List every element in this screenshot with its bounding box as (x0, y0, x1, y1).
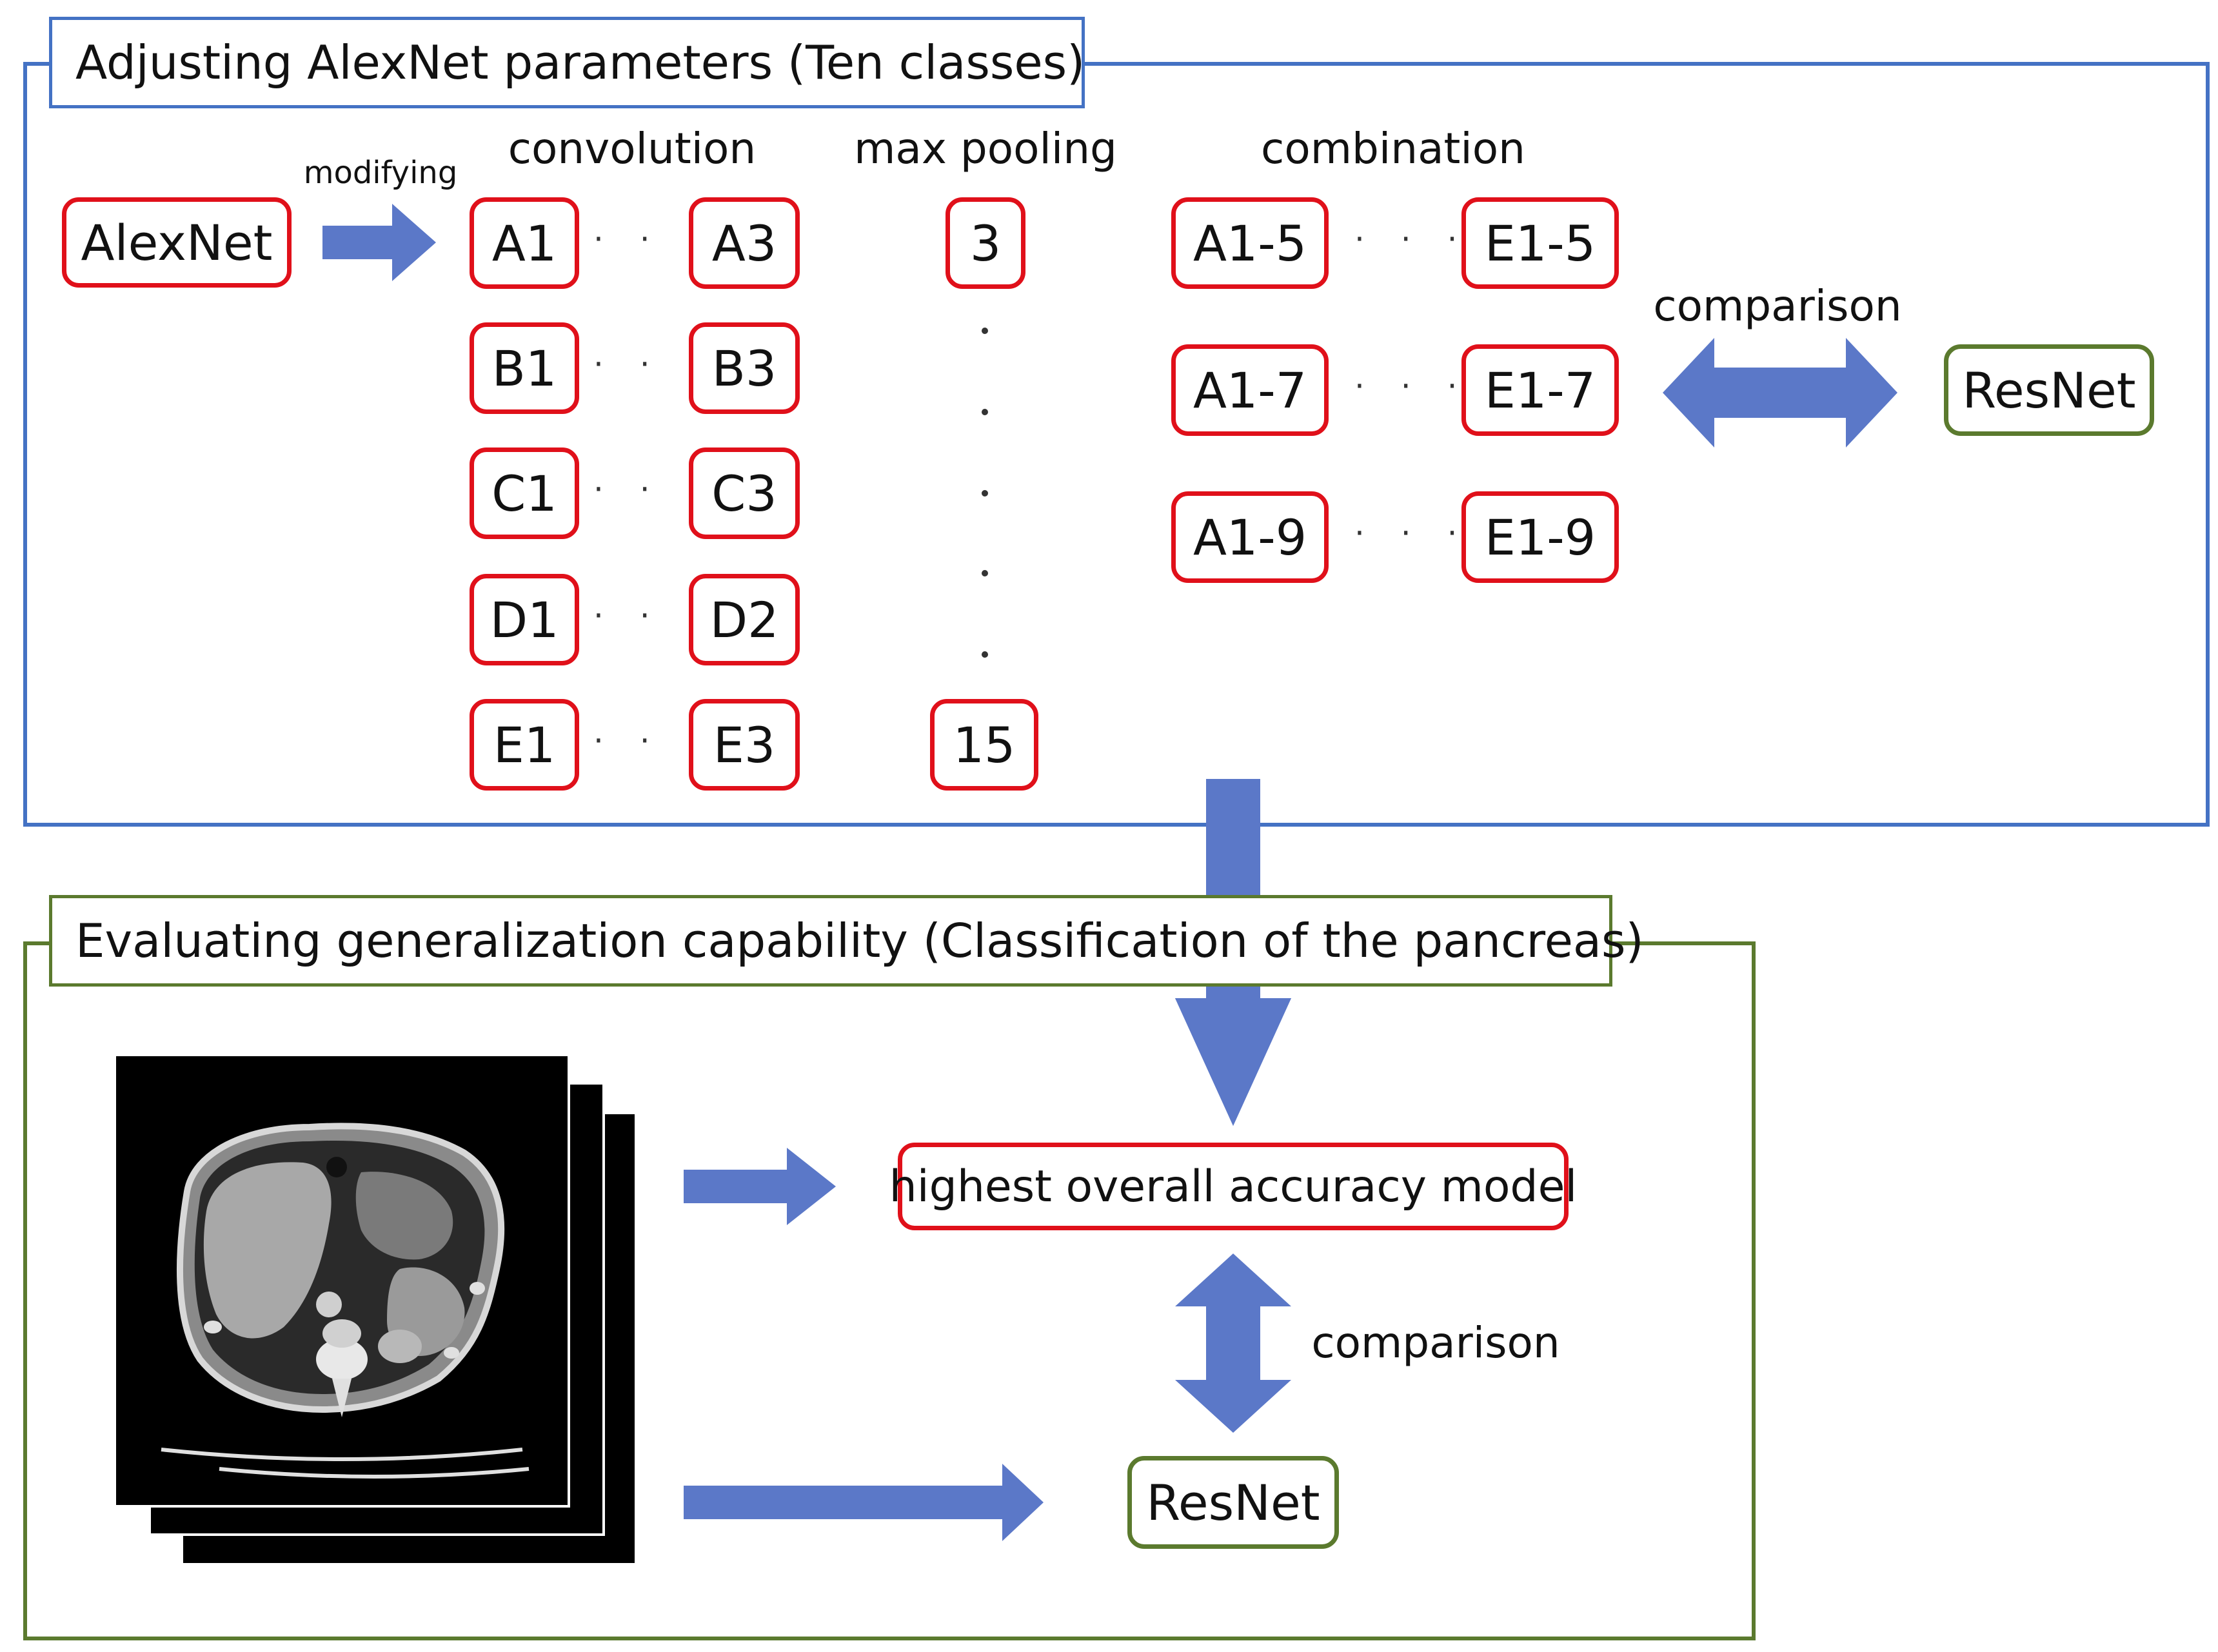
pool-box-3: 3 (946, 197, 1025, 289)
modifying-arrow (322, 204, 436, 281)
pool-box-15: 15 (930, 699, 1038, 791)
conv-ellipsis-a: · · · (593, 221, 709, 258)
combo-box-a1-5: A1-5 (1171, 197, 1329, 289)
comparison-label-bottom: comparison (1311, 1318, 1560, 1368)
conv-box-b3: B3 (689, 322, 800, 414)
conv-box-e1: E1 (470, 699, 579, 791)
conv-ellipsis-e: · · · (593, 722, 709, 760)
bottom-panel-title: Evaluating generalization capability (Cl… (49, 895, 1644, 987)
pool-vdot-4 (982, 570, 988, 576)
pool-vdot-1 (982, 328, 988, 334)
combination-label: combination (1261, 124, 1525, 173)
combo-ellipsis-5: · · · (1354, 221, 1470, 258)
ct-slice-front (114, 1054, 570, 1508)
comparison-double-arrow-bottom (1175, 1254, 1291, 1433)
resnet-box-bottom: ResNet (1127, 1456, 1339, 1549)
conv-box-b1: B1 (470, 322, 579, 414)
pool-vdot-3 (982, 490, 988, 497)
ct-table-arc-2 (219, 1467, 530, 1479)
conv-box-e3: E3 (689, 699, 800, 791)
comparison-double-arrow-top (1663, 338, 1897, 447)
combo-box-e1-5: E1-5 (1461, 197, 1619, 289)
top-panel-title: Adjusting AlexNet parameters (Ten classe… (49, 17, 1085, 108)
comparison-label-top: comparison (1653, 281, 1902, 331)
combo-box-e1-7: E1-7 (1461, 344, 1619, 436)
combo-box-a1-7: A1-7 (1171, 344, 1329, 436)
conv-box-d1: D1 (470, 574, 579, 665)
top-panel-frame (23, 62, 2210, 827)
ct-image-stack (114, 1054, 637, 1569)
combo-ellipsis-7: · · · (1354, 368, 1470, 405)
panel-connector-arrow-lower (1175, 987, 1291, 1126)
image-to-model-arrow (684, 1148, 836, 1225)
conv-box-c3: C3 (689, 447, 800, 539)
conv-box-c1: C1 (470, 447, 579, 539)
conv-box-a3: A3 (689, 197, 800, 289)
combo-ellipsis-9: · · · (1354, 515, 1470, 552)
conv-ellipsis-c: · · · (593, 471, 709, 508)
pool-vdot-2 (982, 409, 988, 415)
resnet-box-top: ResNet (1944, 344, 2154, 436)
combo-box-a1-9: A1-9 (1171, 491, 1329, 583)
pool-vdot-5 (982, 651, 988, 658)
image-to-resnet-arrow (684, 1464, 1044, 1541)
conv-ellipsis-d: · · · (593, 597, 709, 634)
conv-box-a1: A1 (470, 197, 579, 289)
conv-box-d2: D2 (689, 574, 800, 665)
convolution-label: convolution (508, 124, 757, 173)
alexnet-box: AlexNet (62, 197, 292, 288)
combo-box-e1-9: E1-9 (1461, 491, 1619, 583)
modifying-label: modifying (303, 155, 458, 191)
ct-scan-image (161, 1123, 523, 1461)
max-pooling-label: max pooling (854, 124, 1117, 173)
best-model-box: highest overall accuracy model (889, 1143, 1577, 1230)
conv-ellipsis-b: · · · (593, 346, 709, 383)
